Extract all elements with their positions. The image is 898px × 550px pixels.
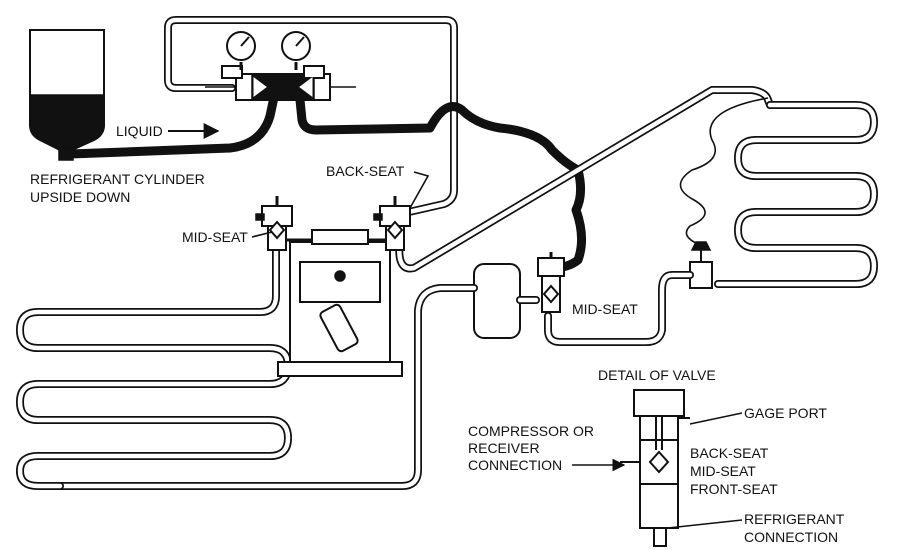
expansion-valve <box>679 97 769 289</box>
gauge-manifold-loop <box>164 16 458 218</box>
condenser-coil <box>16 246 292 490</box>
mid-seat-left-label: MID-SEAT <box>182 229 248 245</box>
detail-front-seat-label: FRONT-SEAT <box>690 481 778 497</box>
suction-service-valve <box>255 196 312 251</box>
back-seat-label: BACK-SEAT <box>326 163 405 179</box>
discharge-service-valve <box>368 196 411 251</box>
gage-port-label: GAGE PORT <box>744 405 827 421</box>
high-side-gauge <box>281 31 311 70</box>
compressor-conn-line2: RECEIVER <box>468 440 540 456</box>
compressor-conn-line3: CONNECTION <box>468 457 562 473</box>
back-seat-leader <box>409 171 430 209</box>
detail-back-seat-label: BACK-SEAT <box>690 445 769 461</box>
refrigerant-conn-leader <box>667 519 743 529</box>
gauge-manifold <box>205 65 356 101</box>
detail-title: DETAIL OF VALVE <box>598 367 716 383</box>
refrigerant-cylinder <box>29 29 105 161</box>
low-side-gauge <box>226 31 256 70</box>
cylinder-caption-line1: REFRIGERANT CYLINDER <box>30 171 205 187</box>
manifold-to-valve-hose <box>295 95 586 273</box>
mid-seat-right-label: MID-SEAT <box>572 301 638 317</box>
compressor <box>277 229 403 377</box>
suction-diagonal-line <box>395 86 774 273</box>
refrigerant-conn-line2: CONNECTION <box>744 529 838 545</box>
receiver-tank <box>473 263 521 339</box>
liquid-charging-hose <box>65 83 281 159</box>
refrigerant-conn-line1: REFRIGERANT <box>744 511 845 527</box>
mid-seat-left-leader <box>251 231 273 238</box>
gage-port-leader <box>689 412 743 425</box>
detail-mid-seat-label: MID-SEAT <box>690 463 756 479</box>
receiver-service-valve <box>537 252 565 313</box>
compressor-conn-line1: COMPRESSOR OR <box>468 423 594 439</box>
liquid-line <box>544 271 694 346</box>
valve-detail: DETAIL OF VALVE <box>598 367 716 547</box>
liquid-label: LIQUID <box>116 123 163 139</box>
cylinder-caption-line2: UPSIDE DOWN <box>30 189 130 205</box>
evaporator-coil <box>714 101 878 288</box>
receiver-lines <box>56 284 540 490</box>
